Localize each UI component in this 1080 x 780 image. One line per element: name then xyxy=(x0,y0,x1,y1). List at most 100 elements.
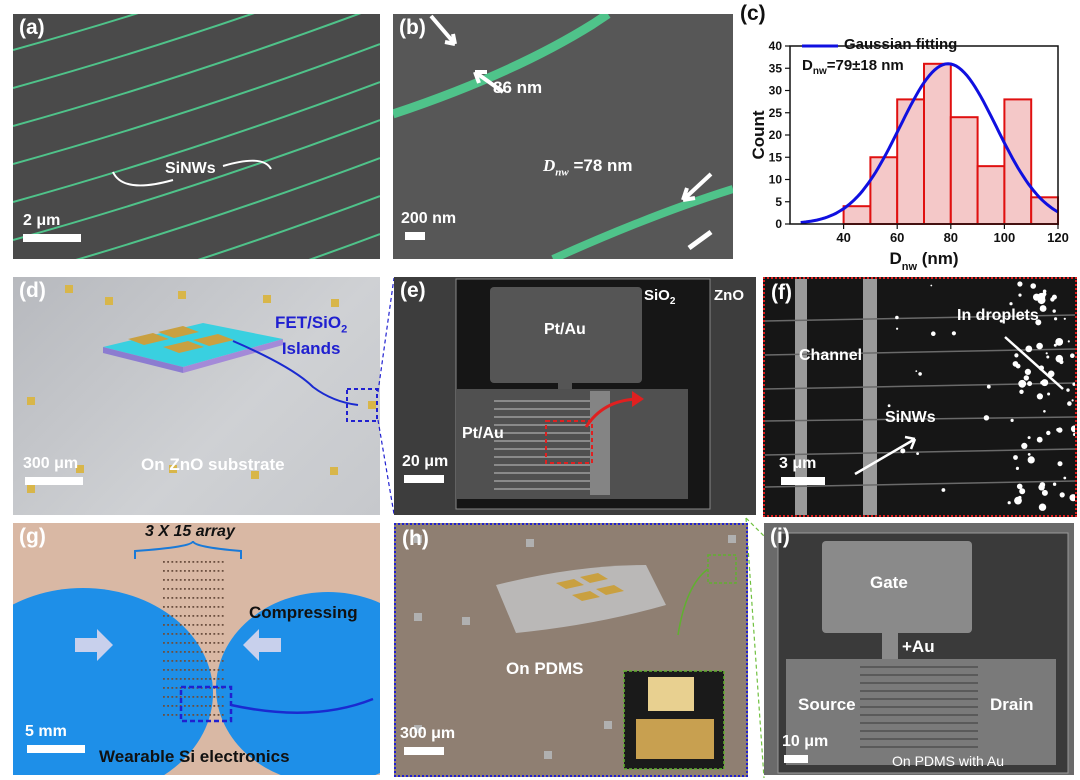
array-dot xyxy=(221,705,224,707)
indium-droplets xyxy=(887,281,1075,511)
panel-g-photo xyxy=(13,540,380,775)
array-dot xyxy=(209,678,211,680)
array-dot xyxy=(200,588,203,590)
array-dot xyxy=(209,588,211,590)
array-dot xyxy=(217,597,220,599)
array-dot xyxy=(217,570,220,572)
array-dot xyxy=(167,633,169,635)
droplet xyxy=(1045,352,1048,355)
array-dot xyxy=(184,714,186,716)
arrow-icon xyxy=(681,172,713,202)
array-dot xyxy=(188,615,190,617)
arrow-icon xyxy=(473,70,505,94)
array-dot xyxy=(184,633,186,635)
array-dot xyxy=(184,642,186,644)
array-dot xyxy=(209,570,211,572)
pointer-arrow xyxy=(230,697,374,714)
droplet xyxy=(916,452,919,455)
droplet xyxy=(1069,494,1075,502)
droplet xyxy=(1052,482,1057,486)
array-dot xyxy=(184,570,186,572)
array-dot xyxy=(200,669,203,671)
array-dot xyxy=(167,696,169,698)
array-dot xyxy=(163,651,165,653)
histogram-bar-4 xyxy=(949,116,979,225)
array-dot xyxy=(196,561,199,563)
array-dot xyxy=(205,696,207,698)
array-dot xyxy=(179,705,182,707)
array-dot xyxy=(217,651,220,653)
top-pad-label: Pt/Au xyxy=(544,321,586,338)
nanowire xyxy=(13,81,380,203)
curved-arrow xyxy=(112,159,272,187)
y-tick-label: 35 xyxy=(769,61,783,75)
histogram-bar-3 xyxy=(923,62,952,225)
droplet xyxy=(1070,353,1075,358)
highlight-box xyxy=(707,554,737,584)
array-dot xyxy=(171,561,174,563)
panel-b: (b) 86 nm Dnw =78 nm 200 nm xyxy=(393,14,733,259)
droplet xyxy=(1070,425,1075,433)
array-dot xyxy=(205,606,207,608)
array-dot xyxy=(221,633,224,635)
droplet xyxy=(1054,317,1058,321)
bottom-label: On PDMS with Au xyxy=(892,753,1005,769)
array-dot xyxy=(188,714,190,716)
array-dot xyxy=(179,588,182,590)
array-dot xyxy=(209,606,211,608)
y-tick-label: 15 xyxy=(769,150,783,164)
array-dot xyxy=(179,669,182,671)
array-dot xyxy=(205,570,207,572)
array-dot xyxy=(213,615,216,617)
panel-i-device xyxy=(777,532,1069,774)
array-dot xyxy=(213,606,216,608)
caption-label: Wearable Si electronics xyxy=(99,747,290,766)
scale-label: 300 μm xyxy=(400,725,456,742)
array-dot xyxy=(184,615,186,617)
array-dot xyxy=(179,615,182,617)
array-dot xyxy=(163,687,165,689)
array-dot xyxy=(217,642,220,644)
droplet xyxy=(1039,305,1047,312)
zno-label: ZnO xyxy=(714,287,744,304)
array-dot xyxy=(188,642,190,644)
array-dot xyxy=(167,606,169,608)
panel-e: (e) SiO2 ZnO Pt/Au Pt/Au 20 μm xyxy=(394,277,756,515)
sinws-label: SiNWs xyxy=(885,409,936,426)
array-dot xyxy=(192,570,195,572)
array-dot xyxy=(192,588,195,590)
scale-bar xyxy=(23,234,81,242)
array-dot xyxy=(179,642,182,644)
panel-a-nanowires xyxy=(13,14,380,259)
array-dot xyxy=(213,660,216,662)
array-dot xyxy=(167,579,169,581)
droplet xyxy=(1057,461,1063,467)
droplet xyxy=(1010,418,1014,422)
fet-devices xyxy=(556,573,624,601)
array-dot xyxy=(171,570,174,572)
array-dot xyxy=(167,705,169,707)
array-bracket xyxy=(134,540,242,559)
droplet xyxy=(1036,393,1043,400)
droplet xyxy=(1024,368,1031,375)
array-dot xyxy=(217,624,220,626)
array-dot xyxy=(184,651,186,653)
islands-line1: FET/SiO xyxy=(275,313,342,332)
droplet xyxy=(900,448,906,454)
array-dot xyxy=(167,669,169,671)
droplet xyxy=(1036,436,1043,443)
droplet xyxy=(1055,338,1064,346)
droplet xyxy=(1019,389,1024,394)
array-dot xyxy=(205,624,207,626)
array-dot xyxy=(200,579,203,581)
array-dot xyxy=(196,660,199,662)
array-dot xyxy=(192,705,195,707)
nanowire xyxy=(13,14,362,127)
array-dot xyxy=(192,624,195,626)
droplet xyxy=(1037,292,1046,301)
source-label: Source xyxy=(798,695,856,714)
array-dot xyxy=(213,624,216,626)
droplet xyxy=(1013,455,1018,460)
array-dot xyxy=(209,597,211,599)
